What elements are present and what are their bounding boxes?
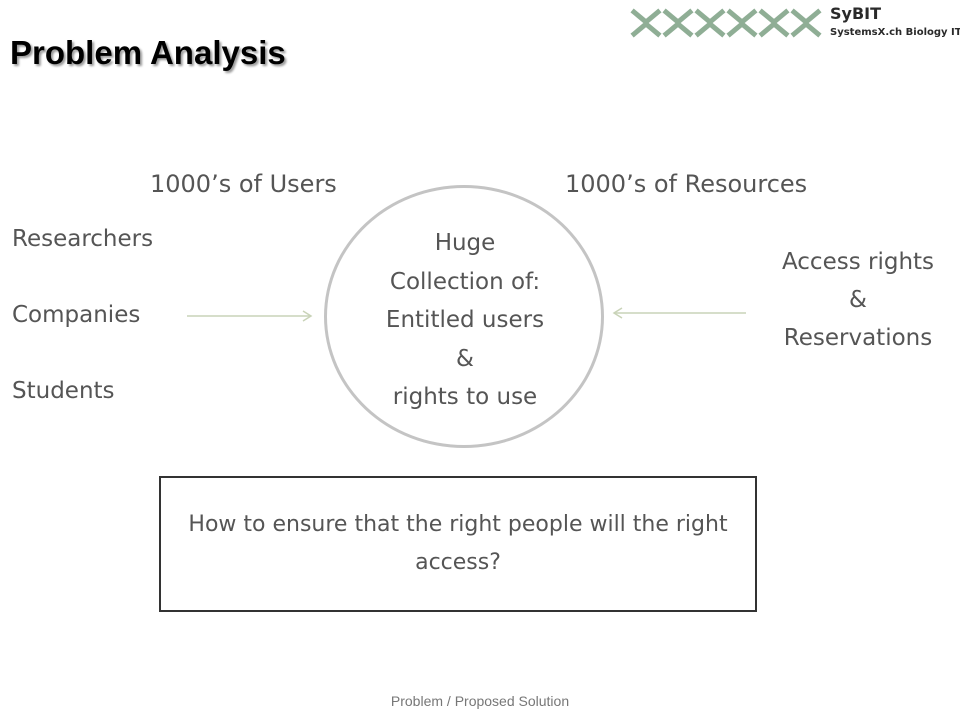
collection-text: Huge Collection of: Entitled users & rig…	[330, 224, 600, 417]
user-item-students: Students	[12, 378, 115, 404]
resources-arrowhead-icon	[612, 307, 623, 319]
collection-circle	[324, 185, 604, 448]
access-line: Reservations	[783, 325, 933, 351]
user-item-researchers: Researchers	[12, 226, 154, 252]
user-item-companies: Companies	[12, 302, 141, 328]
access-line: &	[849, 287, 867, 313]
user-list: Researchers Companies Students	[12, 222, 153, 450]
access-rights-text: Access rights & Reservations	[760, 243, 956, 357]
sybit-logo-icon	[630, 8, 822, 38]
collection-line: rights to use	[392, 384, 538, 410]
collection-line: Huge	[434, 230, 496, 256]
collection-line: Entitled users	[385, 307, 545, 333]
collection-line: &	[456, 345, 474, 372]
users-arrowhead-icon	[302, 310, 313, 322]
collection-line: Collection of:	[389, 268, 541, 295]
logo-name: SyBIT	[830, 4, 882, 23]
slide-footer: Problem / Proposed Solution	[390, 693, 570, 709]
users-header: 1000’s of Users	[150, 170, 337, 198]
slide-title: Problem Analysis	[10, 34, 286, 71]
access-line: Access rights	[781, 249, 935, 275]
logo-subtitle: SystemsX.ch Biology IT	[830, 27, 960, 38]
resources-header: 1000’s of Resources	[565, 170, 808, 198]
question-text: How to ensure that the right people will…	[188, 512, 728, 575]
question-box: How to ensure that the right people will…	[159, 476, 757, 612]
